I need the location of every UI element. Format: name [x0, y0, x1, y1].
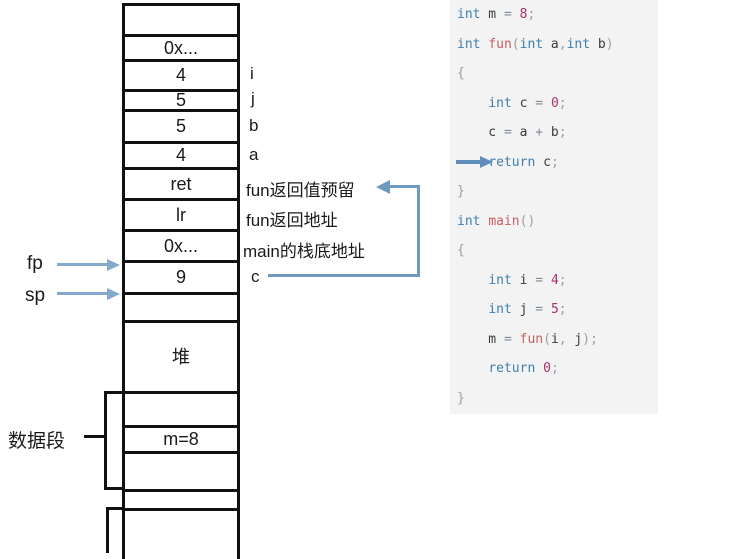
stack-cell-data2	[125, 454, 237, 492]
label-fun-return-address: fun返回地址	[246, 211, 338, 230]
code-line: {	[457, 243, 465, 258]
stack-cell	[125, 6, 237, 37]
lower-segment-brace-top-hook	[106, 507, 122, 510]
stack-cell-address: 0x...	[125, 37, 237, 62]
code-line: int j = 5;	[488, 302, 567, 317]
code-line: }	[457, 390, 465, 406]
stack-cell-heap: 堆	[125, 323, 237, 394]
connector-arrow-icon	[376, 179, 390, 194]
fp-label: fp	[27, 253, 43, 274]
data-segment-brace-bottom-hook	[104, 487, 122, 490]
stack-cell-i: 4	[125, 62, 237, 92]
return-line-arrow-line	[456, 160, 480, 164]
code-panel: int m = 8; int fun(int a,int b) { int c = …	[450, 0, 658, 414]
sp-arrow-line	[57, 292, 107, 295]
fp-arrow-line	[57, 263, 107, 266]
label-c: c	[251, 267, 260, 286]
stack-cell-gap	[125, 492, 237, 511]
code-line: int i = 4;	[488, 272, 567, 288]
connector-top-line	[390, 185, 420, 188]
stack-cell-b: 5	[125, 112, 237, 144]
stack-cell-ret: ret	[125, 170, 237, 201]
stack-column: 0x... 4 5 5 4 ret lr 0x... 9 堆 m=8	[122, 3, 240, 559]
return-line-arrow-icon	[480, 156, 493, 168]
code-line: int m = 8;	[457, 7, 536, 22]
lower-segment-brace	[106, 507, 109, 553]
code-line: {	[457, 66, 465, 81]
code-line: }	[457, 184, 465, 199]
label-a: a	[249, 145, 259, 164]
stack-cell-lr: lr	[125, 201, 237, 232]
connector-bottom-line	[268, 274, 420, 277]
code-line: c = a + b;	[457, 125, 567, 140]
sp-arrow-icon	[107, 287, 120, 300]
code-line: m = fun(i, j);	[457, 331, 598, 347]
code-line: return 0;	[488, 361, 559, 376]
code-line: int c = 0;	[488, 95, 567, 111]
data-segment-label: 数据段	[8, 431, 66, 452]
stack-cell-c: 9	[125, 263, 237, 295]
stack-cell-data1	[125, 394, 237, 428]
label-i: i	[250, 64, 254, 83]
code-line: int main()	[457, 213, 536, 229]
connector-vertical-line	[417, 185, 420, 277]
label-j: j	[251, 89, 255, 108]
stack-cell-m: m=8	[125, 428, 237, 454]
stack-cell-bottom	[125, 511, 237, 559]
stack-cell-main-fp: 0x...	[125, 232, 237, 263]
sp-label: sp	[25, 285, 46, 306]
code-block: int m = 8; int fun(int a,int b) { int c = …	[450, 0, 658, 413]
label-main-frame-base: main的栈底地址	[243, 242, 365, 261]
data-segment-brace	[104, 391, 107, 490]
label-b: b	[249, 116, 259, 135]
code-line: return c;	[488, 154, 559, 170]
stack-cell-a: 4	[125, 144, 237, 170]
code-line: int fun(int a,int b)	[457, 36, 614, 52]
stack-cell-j: 5	[125, 92, 237, 112]
label-fun-return-value: fun返回值预留	[246, 181, 355, 200]
data-segment-dash	[84, 435, 104, 438]
stack-cell-empty	[125, 295, 237, 323]
data-segment-brace-top-hook	[104, 391, 122, 394]
fp-arrow-icon	[107, 258, 120, 271]
